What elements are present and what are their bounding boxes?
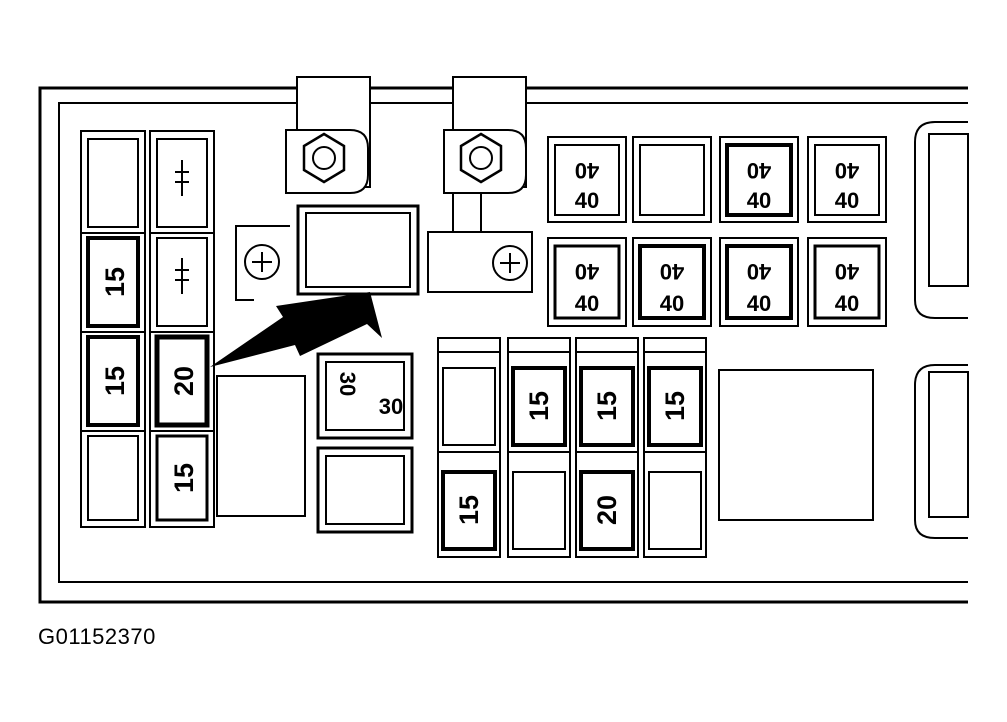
- maxi-label-r2c3-bottom: 40: [747, 291, 771, 316]
- pointer-arrow: [210, 292, 382, 367]
- large-relay-slot: [718, 369, 874, 521]
- fuse-label-30: 30: [379, 394, 403, 419]
- fuse-label-lower-bottom-c1: 15: [454, 495, 484, 525]
- maxi-label-r2c2-bottom: 40: [660, 291, 684, 316]
- maxi-label-r1c3-top: 40: [747, 158, 771, 183]
- maxi-label-r1c1-top: 40: [575, 158, 599, 183]
- left-fuse-column-1: [80, 130, 146, 528]
- terminal-stud-left: [285, 76, 371, 194]
- fuse-label-30-rotated: 30: [335, 372, 360, 396]
- fuse-label-lower-top-c2: 15: [524, 391, 554, 421]
- left-fuse-column-2: [149, 130, 215, 528]
- maxi-label-r2c3-top: 40: [747, 259, 771, 284]
- fuse-label-lower-bottom-c3: 20: [592, 495, 622, 525]
- maxi-label-r1c1-bottom: 40: [575, 188, 599, 213]
- maxi-label-r2c4-bottom: 40: [835, 291, 859, 316]
- right-connector-upper: [914, 121, 969, 319]
- plus-marker-left: [235, 225, 290, 301]
- fuse-label-lower-top-c4: 15: [660, 391, 690, 421]
- terminal-stud-right: [443, 76, 527, 233]
- maxi-label-r1c3-bottom: 40: [747, 188, 771, 213]
- fuse-30-top-holder: [316, 352, 414, 440]
- fuse-label-left-c1-r2: 15: [100, 267, 130, 297]
- maxi-label-r2c2-top: 40: [660, 259, 684, 284]
- fuse-label-left-c1-r3: 15: [100, 366, 130, 396]
- figure-id-caption: G01152370: [38, 624, 156, 649]
- fuse-label-lower-top-c3: 15: [592, 391, 622, 421]
- plus-marker-right: [427, 231, 533, 293]
- maxi-label-r1c4-bottom: 40: [835, 188, 859, 213]
- maxi-fuse-row-2: [547, 237, 887, 327]
- maxi-fuse-row-1: [547, 136, 887, 223]
- relay-socket: [296, 204, 420, 296]
- maxi-label-r2c4-top: 40: [835, 259, 859, 284]
- fuse-label-left-c2-r3: 20: [169, 366, 199, 396]
- maxi-label-r2c1-bottom: 40: [575, 291, 599, 316]
- fuse-label-left-c2-r4: 15: [169, 463, 199, 493]
- right-connector-lower: [914, 364, 969, 539]
- empty-relay-slot: [216, 375, 306, 517]
- lower-fuse-block: [437, 337, 707, 558]
- fuse-30-bottom-holder: [316, 446, 414, 534]
- maxi-label-r1c4-top: 40: [835, 158, 859, 183]
- maxi-label-r2c1-top: 40: [575, 259, 599, 284]
